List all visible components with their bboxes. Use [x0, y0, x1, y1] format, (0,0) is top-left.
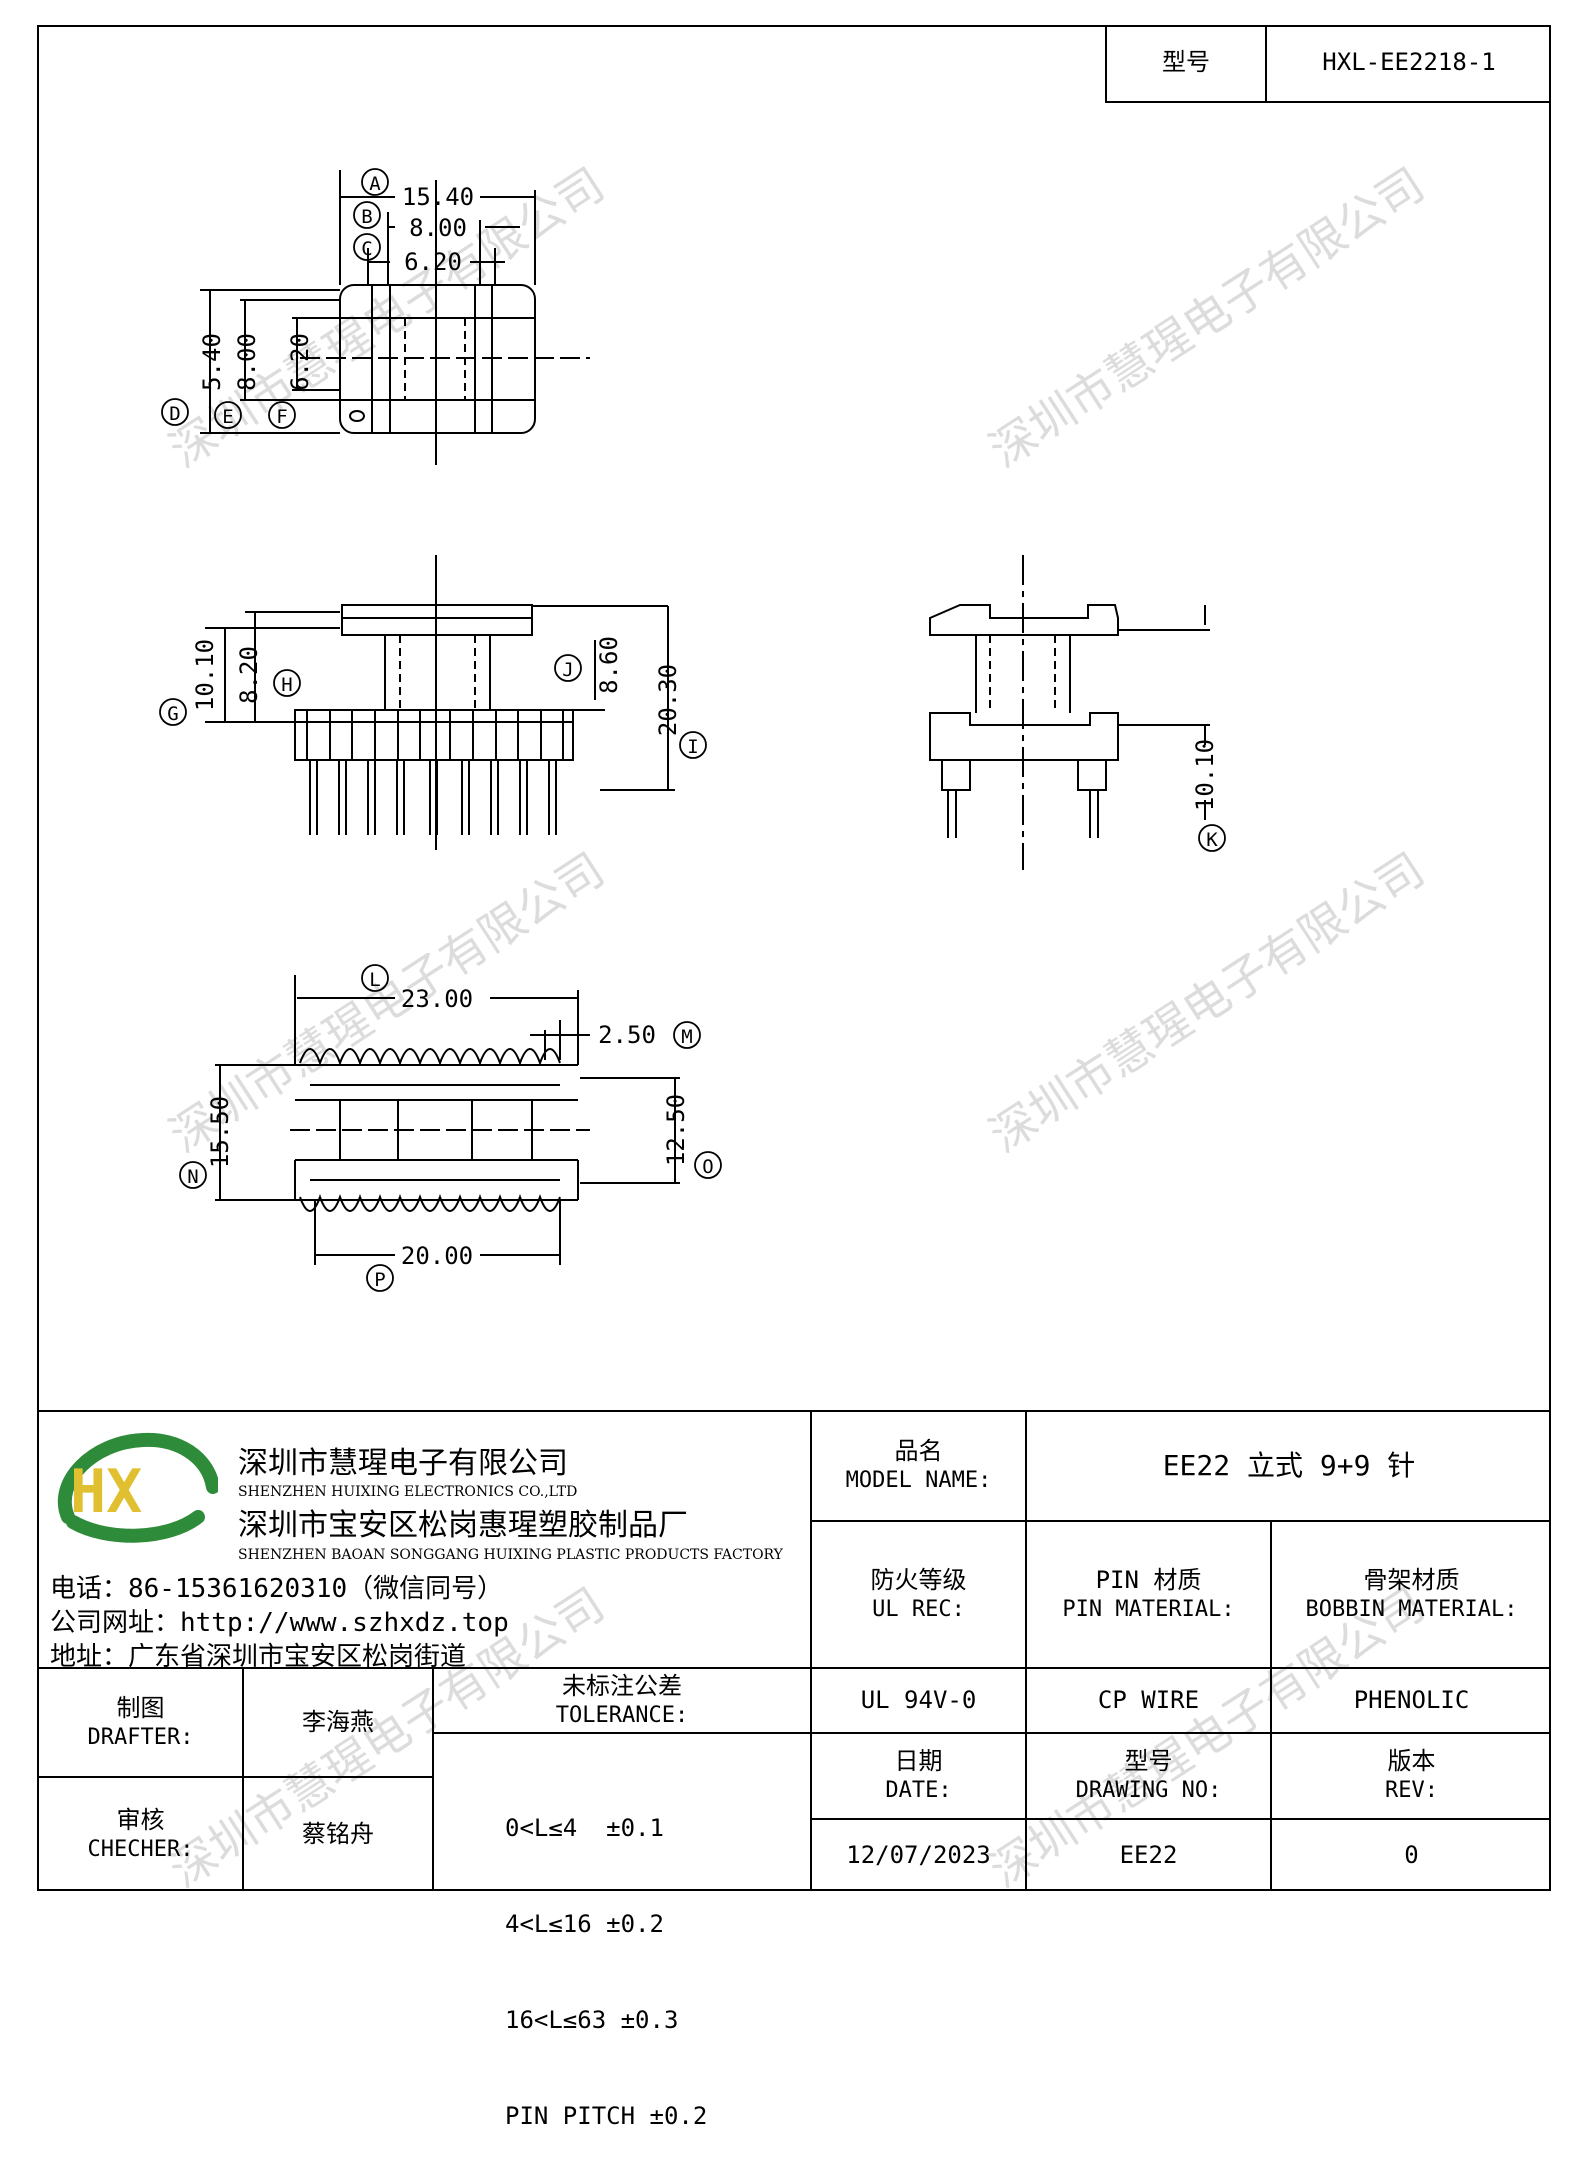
factory-name-en: SHENZHEN BAOAN SONGGANG HUIXING PLASTIC … [238, 1547, 783, 1563]
letter-label: O [702, 1156, 713, 1178]
letter-label: B [361, 206, 372, 228]
dimension-label: 15.50 [206, 1096, 234, 1168]
dimension-label: 6.20 [404, 248, 462, 276]
grid-line [1025, 1410, 1027, 1891]
letter-label: P [374, 1269, 385, 1291]
date-value: 12/07/2023 [846, 1840, 991, 1869]
grid-line [1270, 1520, 1272, 1891]
front-view [205, 555, 675, 850]
dimension-label: 10.10 [1191, 739, 1219, 811]
rev-value: 0 [1404, 1840, 1419, 1869]
divider [37, 1410, 1551, 1412]
letter-label: I [687, 736, 698, 758]
company-logo: HX [57, 1432, 218, 1543]
ul-rec-value: UL 94V-0 [860, 1685, 977, 1714]
letter-label: E [222, 406, 233, 428]
bobbin-material-value: PHENOLIC [1353, 1685, 1470, 1714]
dimension-label: 15.40 [402, 183, 474, 211]
dimension-label: 8.20 [235, 646, 263, 704]
dimension-label: 23.00 [401, 985, 473, 1013]
drawing-no-value: EE22 [1119, 1840, 1178, 1869]
letter-label: J [562, 659, 573, 681]
grid-line [37, 1776, 432, 1778]
company-name-en: SHENZHEN HUIXING ELECTRONICS CO.,LTD [238, 1484, 578, 1500]
factory-name-cn: 深圳市宝安区松岗惠瑆塑胶制品厂 [238, 1508, 688, 1543]
bottom-view [215, 975, 680, 1265]
logo-text: HX [70, 1457, 142, 1527]
letter-label: G [167, 703, 178, 725]
grid-line [810, 1410, 812, 1891]
checker-value: 蔡铭舟 [302, 1819, 374, 1848]
letter-label: N [187, 1166, 198, 1188]
company-website[interactable]: 公司网址：http://www.szhxdz.top [50, 1608, 509, 1638]
dimension-label: 8.00 [233, 333, 261, 391]
model-name-value: EE22 立式 9+9 针 [1162, 1448, 1416, 1482]
letter-label: M [681, 1026, 692, 1048]
letter-label: H [281, 674, 292, 696]
tolerance-item: 0<L≤4 ±0.1 [505, 1814, 664, 1842]
company-phone: 电话：86-15361620310（微信同号） [50, 1574, 504, 1604]
top-view [200, 170, 590, 465]
letter-label: A [369, 173, 381, 195]
tolerance-item: PIN PITCH ±0.2 [505, 2102, 708, 2130]
dimension-label: 20.30 [654, 664, 682, 736]
letter-label: D [169, 403, 180, 425]
tolerance-list: 0<L≤4 ±0.1 4<L≤16 ±0.2 16<L≤63 ±0.3 PIN … [505, 1748, 707, 2164]
dimension-label: 12.50 [662, 1094, 690, 1166]
grid-line [37, 1667, 1551, 1669]
letter-label: K [1206, 829, 1218, 851]
grid-line [432, 1732, 1551, 1734]
grid-line [810, 1818, 1551, 1820]
grid-line [432, 1667, 434, 1891]
company-name-cn: 深圳市慧瑆电子有限公司 [238, 1446, 568, 1481]
drawing-frame [37, 25, 1551, 1891]
dimension-label: 2.50 [598, 1021, 656, 1049]
dimension-label: 10.10 [191, 639, 219, 711]
letter-label: F [276, 406, 287, 428]
dimension-label: 5.40 [198, 333, 226, 391]
grid-line [810, 1520, 1551, 1522]
letter-label: L [369, 969, 380, 991]
tolerance-item: 4<L≤16 ±0.2 [505, 1910, 664, 1938]
side-view [929, 555, 1210, 870]
dimension-label: 8.00 [409, 214, 467, 242]
letter-label: C [361, 238, 372, 260]
dimension-label: 8.60 [595, 636, 623, 694]
pin-material-value: CP WIRE [1097, 1685, 1200, 1714]
model-label: 型号 [1105, 25, 1265, 103]
letter-circles [159, 168, 1226, 1292]
model-value: HXL-EE2218-1 [1265, 25, 1551, 103]
dimension-label: 6.20 [286, 333, 314, 391]
technical-drawing: A B C D E F G H J I K L M N O P 15.40 8.… [159, 168, 1226, 1292]
dimension-label: 20.00 [401, 1242, 473, 1270]
drawing-text: A B C D E F G H J I K L M N O P 15.40 8.… [167, 173, 1219, 1291]
drafter-value: 李海燕 [302, 1707, 374, 1736]
grid-line [242, 1667, 244, 1891]
tolerance-item: 16<L≤63 ±0.3 [505, 2006, 679, 2034]
